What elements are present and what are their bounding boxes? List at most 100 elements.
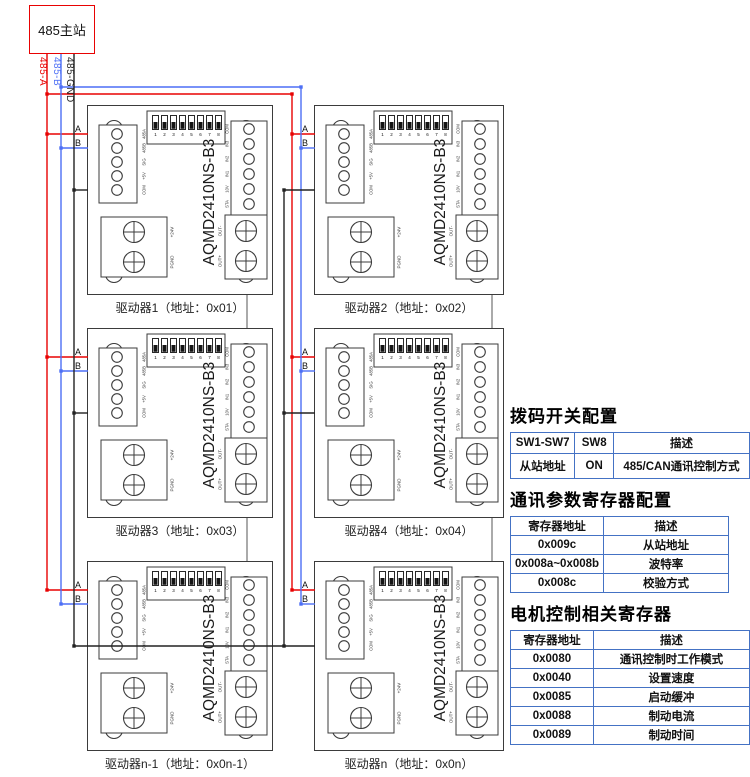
dip-number: 1 [381,132,384,137]
motor-register-title: 电机控制相关寄存器 [510,605,672,624]
dip-number: 8 [444,588,447,593]
pin-label: STA [225,423,230,431]
pin-label: 485B [142,599,147,609]
pin-label: COM [225,124,230,134]
pin-label: COM [369,185,374,195]
dip-number: 1 [154,355,157,360]
dip-number: 5 [417,355,420,360]
dip-config-title: 拨码开关配置 [510,407,618,426]
dip-number: 6 [426,588,429,593]
pin-label: 485A [142,585,147,595]
terminal-label: +24V [397,683,402,694]
output-terminal: OUT-OUT+ [449,437,499,503]
dip-number: 3 [172,588,175,593]
pin-label: IN3 [456,140,461,147]
chip-label: AQMD2410NS-B3 [432,139,449,266]
bus-node-label-a: A [75,580,82,590]
terminal-label: +24V [397,450,402,461]
dip-number: 7 [208,355,211,360]
dip-number: 7 [435,588,438,593]
pin-label: 485A [142,352,147,362]
board-caption: 驱动器1（地址：0x01） [115,301,245,315]
column-header: 描述 [592,630,750,650]
pin-label: IN3 [225,363,230,370]
pin-label: SIG [369,614,374,621]
dip-number: 2 [163,355,166,360]
pin-label: IN1 [225,170,230,177]
pin-label: +5V [369,172,374,180]
dip-number: 3 [172,355,175,360]
pin-label: 485A [369,129,374,139]
pin-label: SIG [142,381,147,388]
bus-node-label-a: A [302,347,309,357]
pin-label: SIG [142,158,147,165]
screw-terminal-icon [465,219,489,243]
screw-terminal-icon [234,675,258,699]
dip-number: 6 [426,132,429,137]
terminal-label: PGND [397,711,402,725]
dip-number: 5 [190,355,193,360]
pin-label: IN2 [225,155,230,162]
dip-number: 3 [399,355,402,360]
pin-label: 10V [456,185,461,193]
dip-number: 4 [181,588,184,593]
dip-number: 4 [408,355,411,360]
dip-number: 4 [181,132,184,137]
terminal-label: +24V [397,227,402,238]
screw-terminal-icon [349,250,373,274]
bus-node-label-b: B [75,361,82,371]
bus-node-label-a: A [302,124,309,134]
dip-number: 1 [381,588,384,593]
column-header: SW1-SW7 [509,432,576,454]
terminal-label: OUT- [218,225,223,236]
dip-number: 6 [199,355,202,360]
dip-number: 5 [417,132,420,137]
board-caption: 驱动器4（地址：0x04） [344,524,474,538]
bus-node-label-b: B [302,594,309,604]
bus-node-label-b: B [75,594,82,604]
chip-label: AQMD2410NS-B3 [201,139,218,266]
table-cell: 制动时间 [592,725,750,745]
pin-label: COM [225,347,230,357]
dip-number: 3 [399,588,402,593]
pin-label: COM [369,408,374,418]
screw-terminal-icon [465,705,489,729]
column-header: SW8 [574,432,615,454]
board-caption: 驱动器3（地址：0x03） [115,524,245,538]
pin-label: +5V [142,172,147,180]
screw-terminal-icon [122,473,146,497]
board-caption: 驱动器2（地址：0x02） [344,301,474,315]
chip-label: AQMD2410NS-B3 [432,595,449,722]
bus-node-label-a: A [75,347,82,357]
pin-label: COM [456,347,461,357]
terminal-label: PGND [170,478,175,492]
screw-terminal-icon [349,443,373,467]
column-header: 描述 [603,516,729,536]
dip-number: 5 [417,588,420,593]
terminal-label: OUT+ [218,478,223,490]
dip-number: 3 [172,132,175,137]
master-station-box: 485主站 [29,5,95,54]
pin-label: IN1 [456,393,461,400]
terminal-label: PGND [397,478,402,492]
column-header: 寄存器地址 [510,516,604,536]
pin-label: SIG [369,381,374,388]
chip-label: AQMD2410NS-B3 [201,362,218,489]
